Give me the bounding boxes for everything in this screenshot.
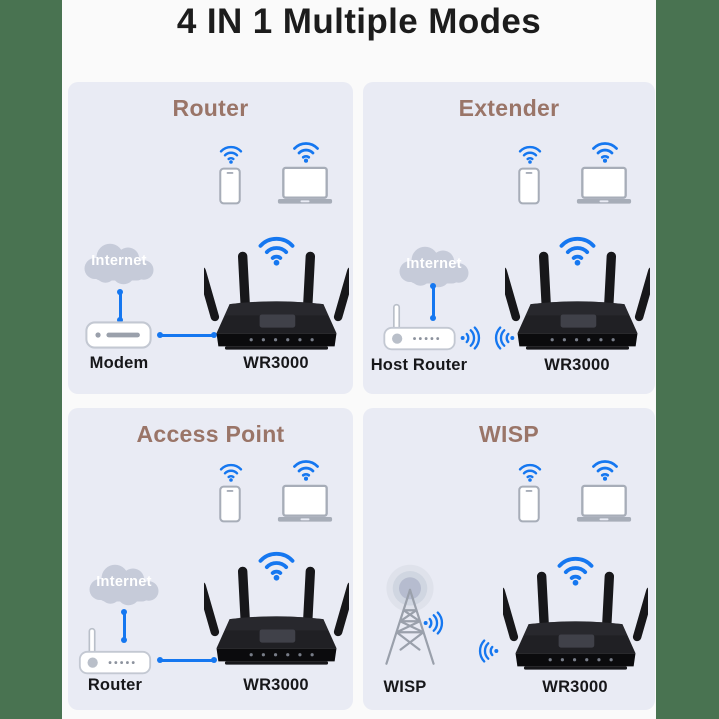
wr3000-router-icon (505, 246, 650, 351)
wifi-icon (219, 462, 243, 482)
mode-title-wisp: WISP (479, 421, 539, 447)
phone-icon (219, 484, 241, 524)
product-label: WR3000 (243, 676, 309, 694)
panel-router-mode: Router Internet Modem WR3000 (68, 82, 353, 394)
wired-link-vertical (121, 609, 127, 643)
wifi-icon (292, 140, 320, 163)
wifi-icon (591, 140, 619, 163)
internet-cloud-icon: Internet (80, 237, 158, 288)
panel-access-point-mode: Access Point Internet Router WR3000 (68, 408, 353, 710)
source-device-label: Host Router (370, 356, 468, 374)
internet-cloud-label: Internet (406, 256, 462, 272)
wired-link-vertical (430, 283, 436, 321)
mode-title-access-point: Access Point (136, 421, 285, 447)
signal-out-icon (459, 325, 481, 351)
green-band-right (656, 0, 719, 719)
laptop-icon (576, 484, 632, 523)
signal-out-icon (422, 610, 444, 636)
host-router-icon (383, 303, 456, 351)
wired-link-horizontal (157, 657, 217, 663)
internet-cloud-icon: Internet (85, 558, 163, 609)
panel-wisp-mode: WISP WISP WR3000 (363, 408, 655, 710)
wifi-icon (518, 462, 542, 482)
green-band-left (0, 0, 62, 719)
product-label: WR3000 (544, 356, 610, 374)
mode-title-extender: Extender (458, 95, 560, 121)
wifi-icon (219, 144, 243, 164)
source-device-label: WISP (383, 678, 427, 696)
wifi-icon (292, 458, 320, 481)
phone-icon (219, 166, 241, 206)
router-icon (78, 627, 152, 675)
mode-title-router: Router (172, 95, 249, 121)
panel-extender-mode: Extender Internet Host Router WR3000 (363, 82, 655, 394)
wr3000-router-icon (204, 246, 349, 351)
laptop-icon (277, 484, 333, 523)
product-label: WR3000 (542, 678, 608, 696)
laptop-icon (576, 166, 632, 205)
wifi-icon (518, 144, 542, 164)
internet-cloud-label: Internet (96, 574, 152, 590)
signal-in-icon (478, 638, 500, 664)
wired-link-vertical (117, 289, 123, 323)
internet-cloud-icon: Internet (395, 240, 473, 291)
source-device-label: Router (87, 676, 143, 694)
laptop-icon (277, 166, 333, 205)
phone-icon (518, 484, 540, 524)
wired-link-horizontal (157, 332, 217, 338)
page-title: 4 IN 1 Multiple Modes (176, 2, 542, 41)
content-area: 4 IN 1 Multiple Modes Router Internet Mo… (62, 0, 656, 719)
internet-cloud-label: Internet (91, 253, 147, 269)
wr3000-router-icon (503, 566, 648, 671)
wr3000-router-icon (204, 561, 349, 666)
product-label: WR3000 (243, 354, 309, 372)
wifi-icon (591, 458, 619, 481)
modem-icon (85, 321, 152, 349)
phone-icon (518, 166, 540, 206)
source-device-label: Modem (89, 354, 149, 372)
